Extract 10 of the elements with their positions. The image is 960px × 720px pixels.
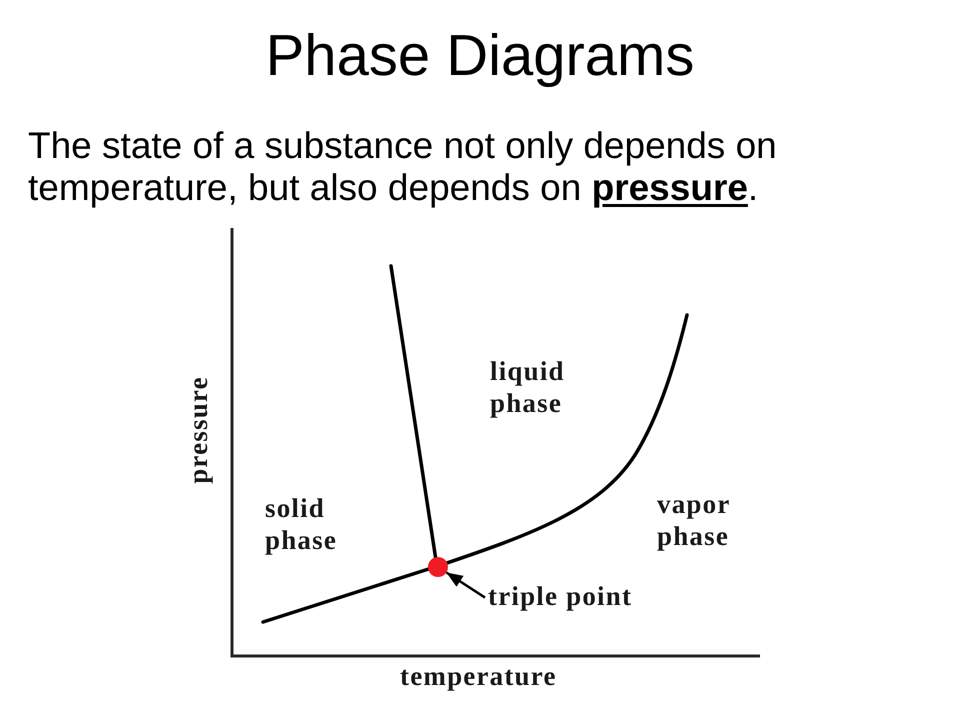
- point-label: triple point: [488, 580, 632, 612]
- leader-arrow: [446, 571, 486, 599]
- region-label: vapor phase: [657, 488, 730, 552]
- slide-title: Phase Diagrams: [266, 27, 694, 85]
- axis-label: temperature: [400, 660, 557, 692]
- axis-label: pressure: [182, 376, 214, 484]
- point-marker: [428, 557, 448, 577]
- body-text: The state of a substance not only depends on temperature, but also depends on pressure.: [28, 125, 778, 209]
- region-label: solid phase: [265, 492, 338, 556]
- region-label: liquid phase: [490, 355, 565, 419]
